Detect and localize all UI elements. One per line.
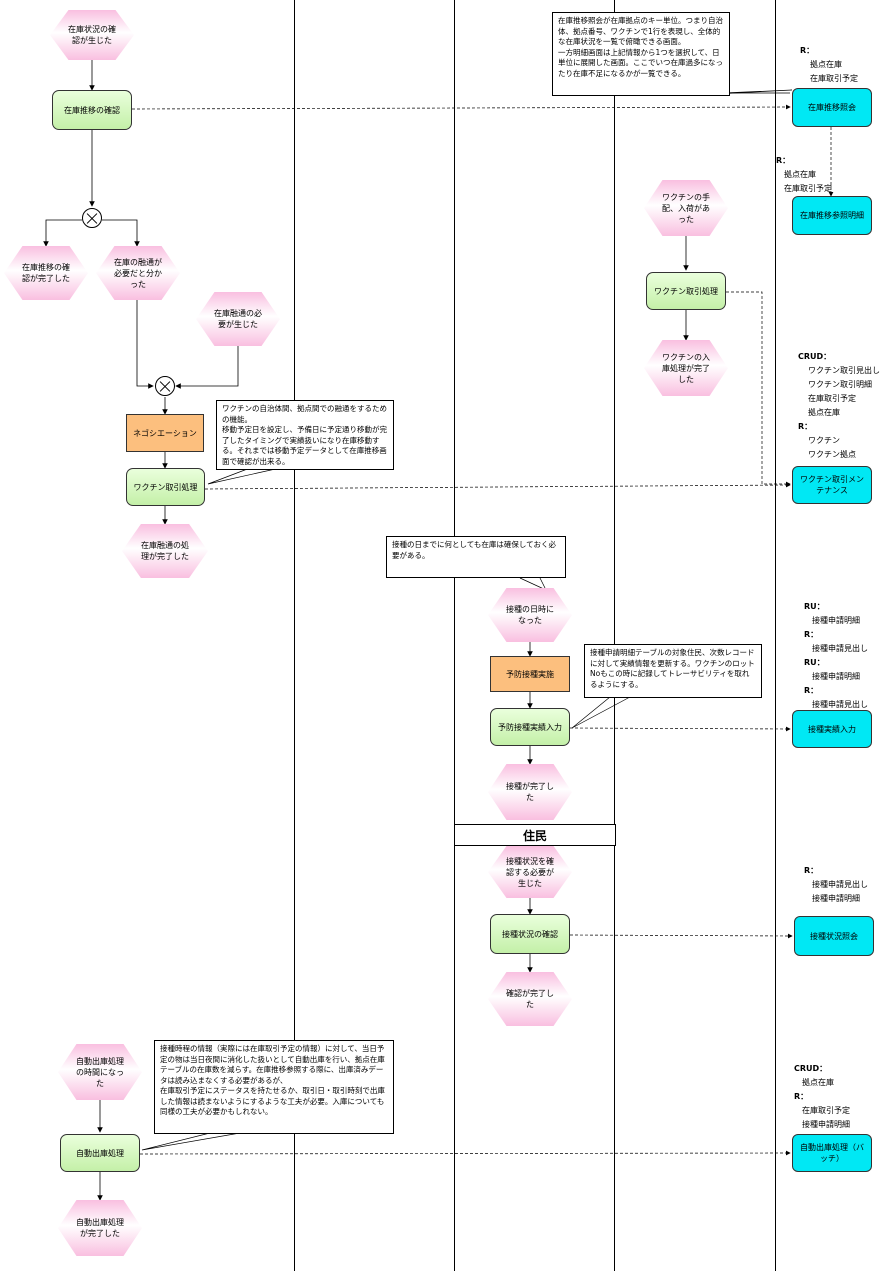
event-stock-trend-confirmed: 在庫推移の確認が完了した — [4, 246, 88, 300]
event-check-done: 確認が完了した — [488, 972, 572, 1026]
flow-arrow — [136, 300, 154, 389]
event-stock-check-needed: 在庫状況の確認が生じた — [50, 10, 134, 60]
note-auto-shipping: 接種時程の情報（実際には在庫取引予定の情報）に対して、当日予定の物は当日夜間に消… — [154, 1040, 394, 1134]
crud-entity: 接種申請見出し — [812, 644, 868, 653]
event-vaccine-arrival: ワクチンの手配、入荷があった — [644, 180, 728, 236]
callout-tail — [207, 467, 281, 485]
screen-stock-trend-inquiry[interactable]: 在庫推移照会 — [792, 88, 872, 127]
crud-entity: 在庫取引予定 — [810, 74, 858, 83]
activity-vaccination: 予防接種実施 — [490, 656, 570, 692]
screen-link — [569, 933, 793, 939]
crud-entity: 在庫取引予定 — [808, 394, 856, 403]
crud-key: R： — [804, 686, 819, 695]
function-vaccine-transaction-receiving[interactable]: ワクチン取引処理 — [646, 272, 726, 310]
screen-link — [726, 291, 791, 487]
xor-gateway-icon — [155, 376, 175, 396]
screen-link — [131, 104, 791, 110]
crud-entity: 接種申請明細 — [812, 616, 860, 625]
crud-key: RU： — [804, 602, 825, 611]
function-stock-trend-check[interactable]: 在庫推移の確認 — [52, 90, 132, 130]
note-stock-trend-inquiry: 在庫推移照会が在庫拠点のキー単位。つまり自治体、拠点番号、ワクチンで1行を表現し… — [552, 12, 730, 96]
crud-entity: 接種申請見出し — [812, 880, 868, 889]
function-auto-shipping[interactable]: 自動出庫処理 — [60, 1134, 140, 1172]
crud-key: CRUD： — [798, 352, 832, 361]
event-transfer-arose: 在庫融通の必要が生じた — [196, 292, 280, 346]
crud-key: R： — [798, 422, 813, 431]
lane-divider — [454, 0, 455, 1271]
crud-entity: ワクチン取引明細 — [808, 380, 872, 389]
screen-vaccination-status-inquiry[interactable]: 接種状況照会 — [794, 916, 874, 956]
crud-entity: 接種申請明細 — [802, 1120, 850, 1129]
function-vaccination-result-entry[interactable]: 予防接種実績入力 — [490, 708, 570, 746]
crud-annotation: CRUD： 拠点在庫 R： 在庫取引予定 接種申請明細 — [794, 1062, 850, 1132]
event-receiving-done: ワクチンの入庫処理が完了した — [644, 340, 728, 396]
note-stock-reservation: 接種の日までに何としても在庫は確保しておく必要がある。 — [386, 536, 566, 578]
lane-divider — [775, 0, 776, 1271]
crud-key: R： — [776, 156, 791, 165]
crud-key: R： — [794, 1092, 809, 1101]
flow-arrow — [175, 346, 239, 389]
crud-entity: 接種申請明細 — [812, 894, 860, 903]
crud-annotation: R： 拠点在庫 在庫取引予定 — [776, 154, 832, 196]
screen-vaccination-result-entry[interactable]: 接種実績入力 — [792, 710, 872, 748]
crud-key: R： — [804, 630, 819, 639]
screen-stock-trend-detail[interactable]: 在庫推移参照明細 — [792, 196, 872, 235]
crud-entity: 在庫取引予定 — [802, 1106, 850, 1115]
event-status-check-needed: 接種状況を確認する必要が生じた — [488, 846, 572, 898]
flow-arrow — [43, 219, 82, 247]
screen-link — [569, 726, 791, 732]
xor-gateway-icon — [82, 208, 102, 228]
crud-entity: 接種申請明細 — [812, 672, 860, 681]
lane-header-resident: 住民 — [454, 824, 616, 846]
screen-link — [204, 482, 791, 490]
crud-key: R： — [800, 46, 815, 55]
crud-entity: ワクチン — [808, 436, 840, 445]
note-vaccine-transfer: ワクチンの自治体間、拠点間での融通をするための機能。 移動予定日を設定し、予備日… — [216, 400, 394, 470]
crud-annotation: R： 拠点在庫 在庫取引予定 — [800, 44, 858, 86]
crud-entity: 在庫取引予定 — [784, 184, 832, 193]
crud-key: CRUD： — [794, 1064, 828, 1073]
crud-entity: ワクチン取引見出し — [808, 366, 880, 375]
screen-vaccine-transaction-maintenance[interactable]: ワクチン取引メンテナンス — [792, 466, 872, 504]
lane-divider — [294, 0, 295, 1271]
crud-annotation: R： 接種申請見出し 接種申請明細 — [804, 864, 868, 906]
flow-arrow — [102, 219, 140, 247]
note-result-entry: 接種申請明細テーブルの対象住民、次数レコードに対して実績情報を更新する。ワクチン… — [584, 644, 762, 698]
event-auto-shipping-time: 自動出庫処理の時間になった — [58, 1044, 142, 1100]
crud-entity: 拠点在庫 — [802, 1078, 834, 1087]
crud-annotation: RU： 接種申請明細 R： 接種申請見出し RU： 接種申請明細 R： 接種申請… — [804, 600, 868, 712]
event-vaccination-time: 接種の日時になった — [488, 588, 572, 642]
crud-key: R： — [804, 866, 819, 875]
lane-divider — [614, 0, 615, 1271]
event-vaccination-done: 接種が完了した — [488, 764, 572, 820]
crud-key: RU： — [804, 658, 825, 667]
crud-entity: 拠点在庫 — [808, 408, 840, 417]
screen-auto-shipping-batch[interactable]: 自動出庫処理（バッチ） — [792, 1134, 872, 1172]
crud-entity: 接種申請見出し — [812, 700, 868, 709]
event-auto-shipping-done: 自動出庫処理が完了した — [58, 1200, 142, 1256]
screen-link — [139, 1150, 791, 1156]
callout-tail — [141, 1132, 241, 1151]
crud-annotation: CRUD： ワクチン取引見出し ワクチン取引明細 在庫取引予定 拠点在庫 R： … — [798, 350, 880, 462]
crud-entity: ワクチン拠点 — [808, 450, 856, 459]
event-transfer-done: 在庫融通の処理が完了した — [122, 524, 208, 578]
function-vaccination-status-check[interactable]: 接種状況の確認 — [490, 914, 570, 954]
function-vaccine-transaction[interactable]: ワクチン取引処理 — [126, 468, 205, 506]
crud-entity: 拠点在庫 — [810, 60, 842, 69]
event-transfer-needed: 在庫の融通が必要だと分かった — [96, 246, 180, 300]
activity-negotiation: ネゴシエーション — [126, 414, 204, 452]
crud-entity: 拠点在庫 — [784, 170, 816, 179]
callout-tail — [571, 696, 631, 729]
